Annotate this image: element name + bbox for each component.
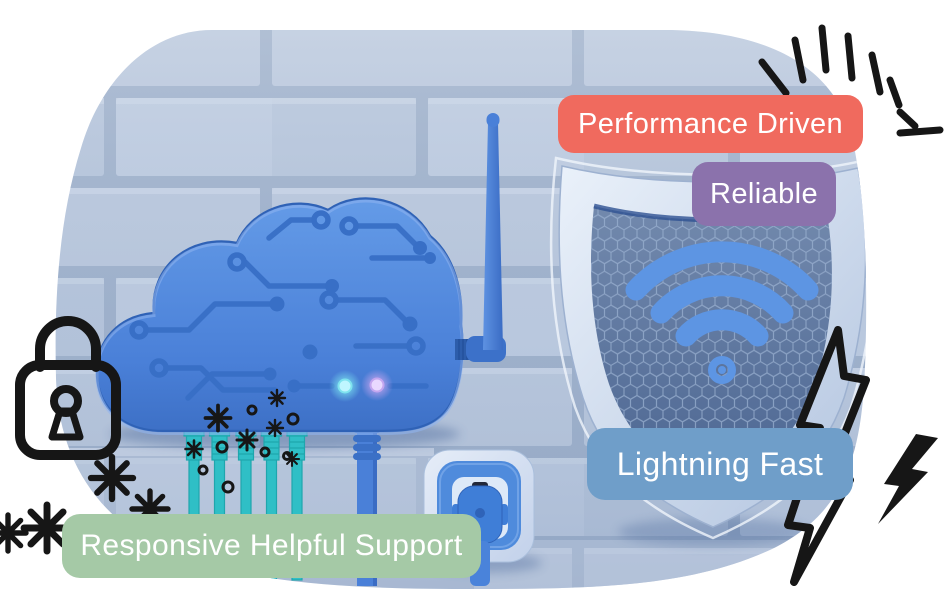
circuit-traces <box>129 210 436 401</box>
wifi-icon <box>625 241 819 384</box>
badge-responsive-support: Responsive Helpful Support <box>62 514 481 578</box>
status-led-cyan <box>329 370 361 402</box>
cloud-router <box>95 197 464 435</box>
wifi-antenna <box>455 113 506 362</box>
badge-performance-driven: Performance Driven <box>558 95 863 153</box>
badge-reliable: Reliable <box>692 162 836 226</box>
status-led-violet <box>361 369 393 401</box>
badge-lightning-fast: Lightning Fast <box>587 428 853 500</box>
